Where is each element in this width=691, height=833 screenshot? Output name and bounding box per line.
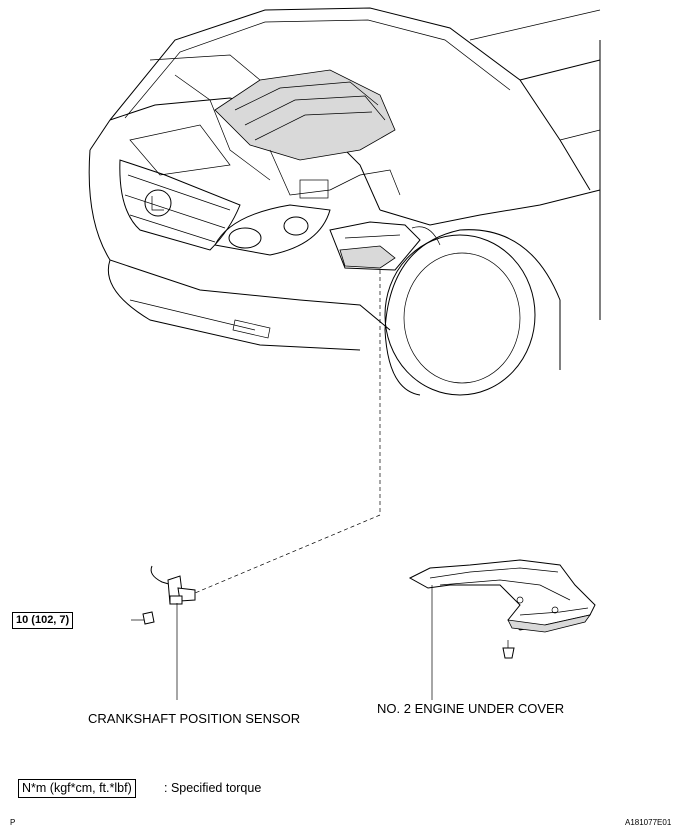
legend-units-box: N*m (kgf*cm, ft.*lbf) <box>18 779 136 798</box>
torque-spec-label: 10 (102, 7) <box>12 612 74 629</box>
car-illustration <box>88 7 601 396</box>
under-cover-part <box>408 559 596 700</box>
under-cover-label: NO. 2 ENGINE UNDER COVER <box>377 701 565 716</box>
dashed-leader-line <box>194 270 381 594</box>
crankshaft-sensor-part <box>131 565 196 700</box>
legend-description: : Specified torque <box>164 781 262 795</box>
corner-marker: P <box>10 818 16 827</box>
crankshaft-sensor-label: CRANKSHAFT POSITION SENSOR <box>88 711 301 726</box>
figure-code: A181077E01 <box>625 818 672 827</box>
